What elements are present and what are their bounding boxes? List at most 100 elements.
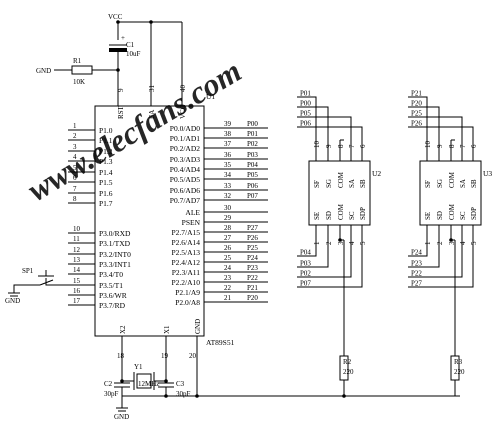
mcu-right-pin-label: P0.1/AD1 bbox=[170, 134, 200, 143]
display-top-net-wire bbox=[297, 116, 352, 150]
r2-body bbox=[339, 355, 349, 381]
mcu-right-pin-label: P2.4/A12 bbox=[171, 258, 200, 267]
display-bottom-net-label: P04 bbox=[300, 249, 311, 257]
display-top-pin-label: SB bbox=[359, 179, 367, 188]
r3-body bbox=[450, 355, 460, 381]
mcu-right-pin-label: P2.6/A14 bbox=[171, 238, 200, 247]
display-top-pin-label: SB bbox=[470, 179, 478, 188]
display-top-pin-label: SA bbox=[459, 179, 467, 188]
display-top-net-label: P05 bbox=[300, 110, 311, 118]
junction-dot bbox=[342, 394, 346, 398]
display-bottom-net-wire bbox=[297, 236, 352, 278]
display-bottom-pin-number: 3 bbox=[448, 241, 456, 245]
mcu-right-pin-number: 26 bbox=[224, 244, 232, 252]
mcu-right-pin-number: 38 bbox=[224, 130, 232, 138]
display-top-pin-label: COM bbox=[448, 171, 456, 188]
display-top-net-label: P00 bbox=[300, 100, 311, 108]
r1-value: 10K bbox=[73, 78, 85, 86]
mcu-ref: U1 bbox=[206, 92, 215, 101]
display-top-pin-label: SG bbox=[325, 179, 333, 188]
mcu-right-pin-number: 30 bbox=[224, 204, 232, 212]
mcu-right-pin-label: P0.4/AD4 bbox=[170, 165, 200, 174]
mcu-right-pin-label: P2.3/A11 bbox=[172, 268, 201, 277]
display-top-net-wire bbox=[297, 96, 317, 150]
mcu-left-pin-number: 15 bbox=[73, 277, 81, 285]
mcu-net-label: P06 bbox=[247, 182, 258, 190]
mcu-left-pin-number: 5 bbox=[73, 164, 77, 172]
mcu-left-pin-number: 11 bbox=[73, 235, 80, 243]
mcu-left-pin-label: P1.7 bbox=[99, 199, 113, 208]
display-top-pin-label: SA bbox=[348, 179, 356, 188]
mcu-right-pin-label: ALE bbox=[185, 208, 200, 217]
mcu-right-pin-label: P0.5/AD5 bbox=[170, 175, 200, 184]
mcu-left-pin-label: P1.2 bbox=[99, 147, 113, 156]
display-bottom-net-label: P24 bbox=[411, 249, 422, 257]
c2-value: 30pF bbox=[104, 390, 119, 398]
display-bottom-net-label: P22 bbox=[411, 270, 422, 278]
display-bottom-pin-label: SC bbox=[459, 211, 467, 220]
display-bottom-net-label: P23 bbox=[411, 260, 422, 268]
sp1-ref: SP1 bbox=[22, 267, 34, 275]
display-bottom-net-label: P02 bbox=[300, 270, 311, 278]
mcu-right-pin-label: P0.6/AD6 bbox=[170, 186, 200, 195]
mcu-right-pin-label: P2.1/A9 bbox=[175, 288, 200, 297]
mcu-left-pin-label: P3.6/WR bbox=[99, 291, 127, 300]
display-ref: U2 bbox=[372, 169, 381, 178]
mcu-left-pin-number: 16 bbox=[73, 287, 81, 295]
mcu-right-pin-label: P0.2/AD2 bbox=[170, 144, 200, 153]
mcu-net-label: P22 bbox=[247, 274, 258, 282]
display-bottom-pin-label: SD bbox=[436, 211, 444, 220]
display-top-net-wire bbox=[408, 106, 440, 150]
mcu-net-label: P01 bbox=[247, 130, 258, 138]
display-ref: U3 bbox=[483, 169, 492, 178]
mcu-net-label: P00 bbox=[247, 120, 258, 128]
mcu-top-pin-number: 40 bbox=[179, 85, 187, 93]
mcu-right-pin-label: P0.0/AD0 bbox=[170, 124, 200, 133]
display-top-net-label: P21 bbox=[411, 90, 422, 98]
vcc-label: VCC bbox=[108, 13, 123, 21]
mcu-right-pin-number: 24 bbox=[224, 264, 232, 272]
crystal-body bbox=[136, 373, 152, 389]
display-top-net-label: P26 bbox=[411, 120, 422, 128]
c1-value: 10uF bbox=[126, 50, 141, 58]
mcu-net-label: P02 bbox=[247, 140, 258, 148]
junction-dot bbox=[149, 20, 153, 24]
display-top-net-label: P06 bbox=[300, 120, 311, 128]
mcu-right-pin-number: 32 bbox=[224, 192, 232, 200]
mcu-top-pin-label: VCC bbox=[179, 104, 187, 119]
display-top-pin-number: 8 bbox=[448, 144, 456, 148]
mcu-left-pin-number: 3 bbox=[73, 143, 77, 151]
display-bottom-net-wire bbox=[408, 236, 474, 288]
mcu-left-pin-number: 6 bbox=[73, 174, 77, 182]
mcu-left-pin-label: P3.0/RXD bbox=[99, 229, 131, 238]
display-top-net-label: P25 bbox=[411, 110, 422, 118]
mcu-right-pin-number: 29 bbox=[224, 214, 232, 222]
r2-value: 220 bbox=[343, 368, 354, 376]
parts bbox=[71, 20, 482, 398]
display-top-pin-number: 6 bbox=[359, 144, 367, 148]
mcu-right-pin-label: P0.7/AD7 bbox=[170, 196, 200, 205]
display-bottom-net-wire bbox=[297, 236, 329, 268]
sp1-wire-gnd bbox=[13, 284, 30, 293]
mcu-top-pin-number: 31 bbox=[148, 85, 156, 93]
display-bottom-pin-label: COM bbox=[337, 203, 345, 220]
display-bottom-pin-number: 2 bbox=[436, 241, 444, 245]
mcu-left-pin-number: 8 bbox=[73, 195, 77, 203]
mcu-right-pin-number: 22 bbox=[224, 284, 232, 292]
mcu-left-pin-number: 4 bbox=[73, 153, 77, 161]
display-bottom-net-label: P27 bbox=[411, 280, 422, 288]
display-u2-body bbox=[308, 160, 371, 226]
display-top-pin-number: 9 bbox=[325, 144, 333, 148]
display-top-pin-number: 8 bbox=[337, 144, 345, 148]
display-top-pin-number: 7 bbox=[348, 144, 356, 148]
wires bbox=[8, 21, 474, 412]
sp1-wire-right bbox=[45, 278, 68, 286]
display-top-pin-label: COM bbox=[337, 171, 345, 188]
display-top-pin-label: SF bbox=[313, 180, 321, 188]
c2-ref: C2 bbox=[104, 380, 113, 388]
display-bottom-net-label: P03 bbox=[300, 260, 311, 268]
mcu-right-pin-label: P2.2/A10 bbox=[171, 278, 200, 287]
display-bottom-net-wire bbox=[297, 236, 363, 288]
display-bottom-net-wire bbox=[297, 236, 317, 257]
display-top-net-wire bbox=[408, 126, 474, 150]
